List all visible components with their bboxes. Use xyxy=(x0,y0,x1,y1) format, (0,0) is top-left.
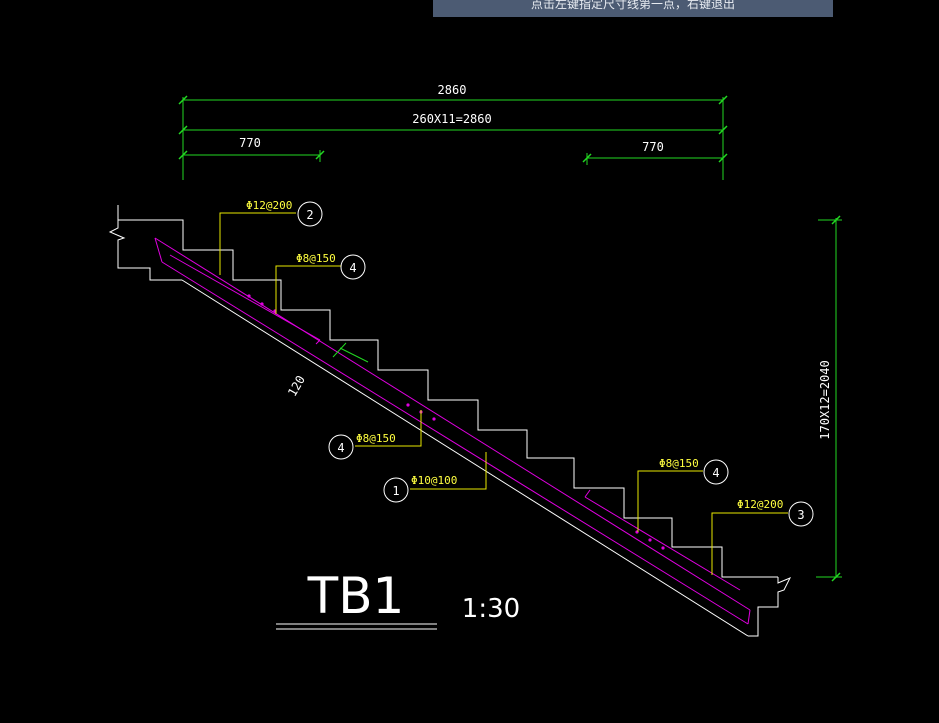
rebar-dot xyxy=(406,403,410,407)
callout-label: Φ8@150 xyxy=(296,252,336,265)
callout-rebar-2[interactable]: Φ12@200 2 xyxy=(219,199,323,275)
rebar-dot xyxy=(432,417,436,421)
command-prompt-bar: 点击左键指定尺寸线第一点，右键退出 xyxy=(433,0,833,17)
dimension-step-run: 260X11=2860 xyxy=(412,112,491,126)
callout-label: Φ12@200 xyxy=(246,199,292,212)
callout-number-circle xyxy=(340,254,366,280)
callout-rebar-4-lower[interactable]: Φ8@150 4 xyxy=(637,457,729,532)
callout-number-circle xyxy=(297,201,323,227)
drawing-scale: 1:30 xyxy=(462,594,520,624)
top-dimension-lines xyxy=(178,95,728,180)
drawing-title-block: TB1 1:30 xyxy=(276,567,520,630)
callout-rebar-3[interactable]: Φ12@200 3 xyxy=(711,498,814,575)
callout-number-circle xyxy=(788,501,814,527)
callout-rebar-1[interactable]: Φ10@100 1 xyxy=(383,452,487,503)
callout-rebar-4-upper[interactable]: Φ8@150 4 xyxy=(275,252,366,314)
callout-label: Φ12@200 xyxy=(737,498,783,511)
dimension-left-landing: 770 xyxy=(239,136,261,150)
rebar-dot xyxy=(661,546,665,550)
callout-label: Φ8@150 xyxy=(356,432,396,445)
callout-number-circle xyxy=(703,459,729,485)
dimension-right-landing: 770 xyxy=(642,140,664,154)
callout-number: 4 xyxy=(349,261,356,275)
callout-number-circle xyxy=(328,434,354,460)
callout-number: 3 xyxy=(797,508,804,522)
rebar-lines xyxy=(154,237,751,625)
stair-outline xyxy=(108,205,792,637)
callout-number: 1 xyxy=(392,484,399,498)
drawing-title: TB1 xyxy=(307,567,405,625)
callout-number: 4 xyxy=(337,441,344,455)
rebar-dot xyxy=(247,294,251,298)
callout-number-circle xyxy=(383,477,409,503)
dimension-slab-thickness: 120 xyxy=(285,373,308,399)
rebar-dot xyxy=(260,302,264,306)
command-prompt-text: 点击左键指定尺寸线第一点，右键退出 xyxy=(530,0,735,11)
rebar-dot xyxy=(648,538,652,542)
callout-number: 2 xyxy=(306,208,313,222)
callout-label: Φ10@100 xyxy=(411,474,457,487)
vertical-dimension-line xyxy=(816,215,842,582)
slab-thickness-dimension xyxy=(332,342,369,363)
dimension-total-span: 2860 xyxy=(438,83,467,97)
callout-number: 4 xyxy=(712,466,719,480)
callout-label: Φ8@150 xyxy=(659,457,699,470)
dimension-vertical-rise: 170X12=2040 xyxy=(818,360,832,439)
callout-rebar-4-middle[interactable]: Φ8@150 4 xyxy=(328,410,422,460)
